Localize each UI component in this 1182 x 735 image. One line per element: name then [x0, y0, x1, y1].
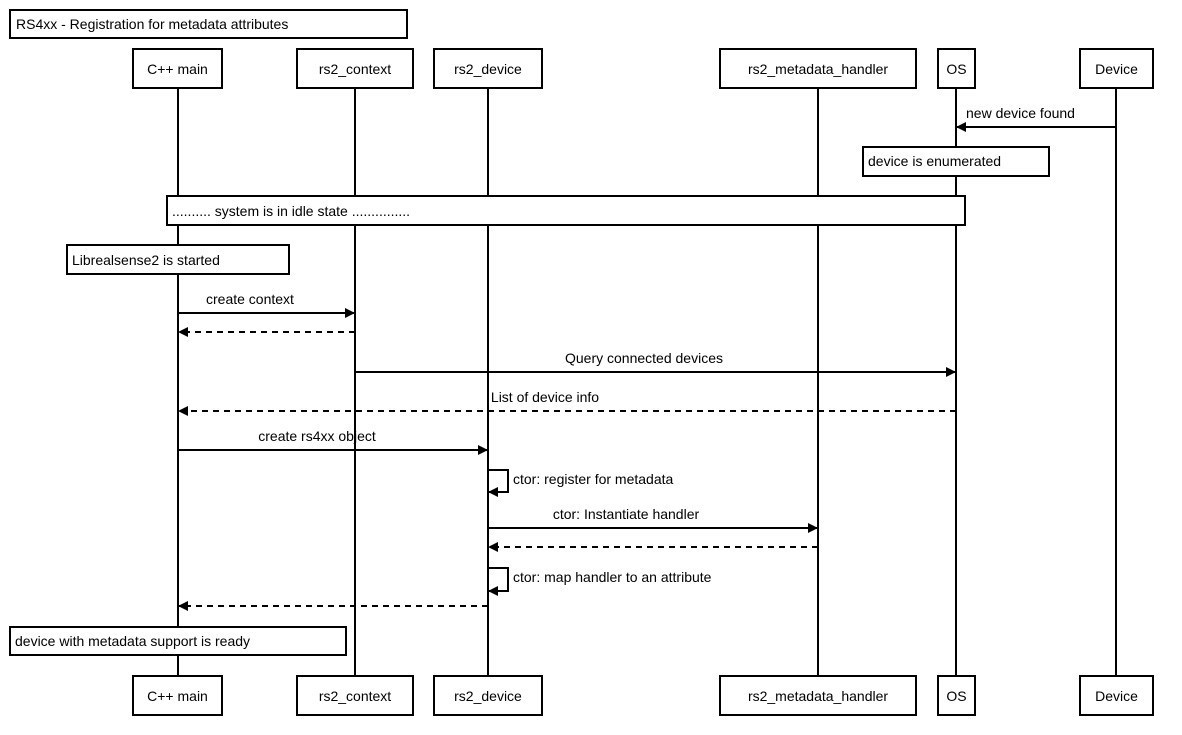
- participant-label: OS: [946, 61, 966, 77]
- participant-rs2-context-top: rs2_context: [296, 48, 414, 89]
- participant-rs2-context-bottom: rs2_context: [296, 675, 414, 716]
- participant-label: OS: [946, 688, 966, 704]
- participant-cpp-main-top: C++ main: [132, 48, 223, 89]
- note-label-librealsense-started: Librealsense2 is started: [72, 252, 220, 268]
- participant-rs2-device-bottom: rs2_device: [433, 675, 543, 716]
- note-device-ready: [9, 626, 347, 656]
- participant-label: rs2_context: [319, 688, 391, 704]
- message-label-create-rs4xx-object: create rs4xx object: [258, 428, 376, 444]
- participant-os-top: OS: [937, 48, 976, 89]
- participant-rs2-metadata-handler-top: rs2_metadata_handler: [719, 48, 917, 89]
- participant-cpp-main-bottom: C++ main: [132, 675, 223, 716]
- participant-device-top: Device: [1079, 48, 1154, 89]
- note-librealsense-started: [66, 244, 290, 275]
- note-label-idle-state: .......... system is in idle state .....…: [172, 203, 410, 219]
- diagram-title-box: [9, 9, 408, 39]
- participant-label: C++ main: [147, 61, 208, 77]
- participant-label: rs2_device: [454, 61, 522, 77]
- participant-label: Device: [1095, 61, 1138, 77]
- note-device-enumerated: [862, 146, 1050, 177]
- participant-rs2-device-top: rs2_device: [433, 48, 543, 89]
- participant-label: C++ main: [147, 688, 208, 704]
- message-label-list-of-device-info: List of device info: [491, 389, 599, 405]
- note-label-device-enumerated: device is enumerated: [868, 153, 1001, 169]
- note-label-device-ready: device with metadata support is ready: [15, 633, 250, 649]
- diagram-title: RS4xx - Registration for metadata attrib…: [16, 16, 288, 32]
- participant-device-bottom: Device: [1079, 675, 1154, 716]
- self-message-arrow-map-handler: [488, 567, 509, 596]
- note-idle-state: [166, 195, 966, 226]
- message-label-query-connected-devices: Query connected devices: [565, 350, 723, 366]
- self-message-label-map-handler: ctor: map handler to an attribute: [513, 569, 712, 585]
- message-label-instantiate-handler: ctor: Instantiate handler: [553, 506, 700, 522]
- participant-os-bottom: OS: [937, 675, 976, 716]
- participant-rs2-metadata-handler-bottom: rs2_metadata_handler: [719, 675, 917, 716]
- participant-label: Device: [1095, 688, 1138, 704]
- message-label-new-device-found: new device found: [966, 105, 1075, 121]
- participant-label: rs2_metadata_handler: [748, 688, 888, 704]
- participant-label: rs2_context: [319, 61, 391, 77]
- participant-label: rs2_device: [454, 688, 522, 704]
- self-message-arrow-register-for-metadata: [488, 469, 509, 497]
- message-label-create-context: create context: [206, 291, 294, 307]
- participant-label: rs2_metadata_handler: [748, 61, 888, 77]
- self-message-label-register-for-metadata: ctor: register for metadata: [513, 471, 674, 487]
